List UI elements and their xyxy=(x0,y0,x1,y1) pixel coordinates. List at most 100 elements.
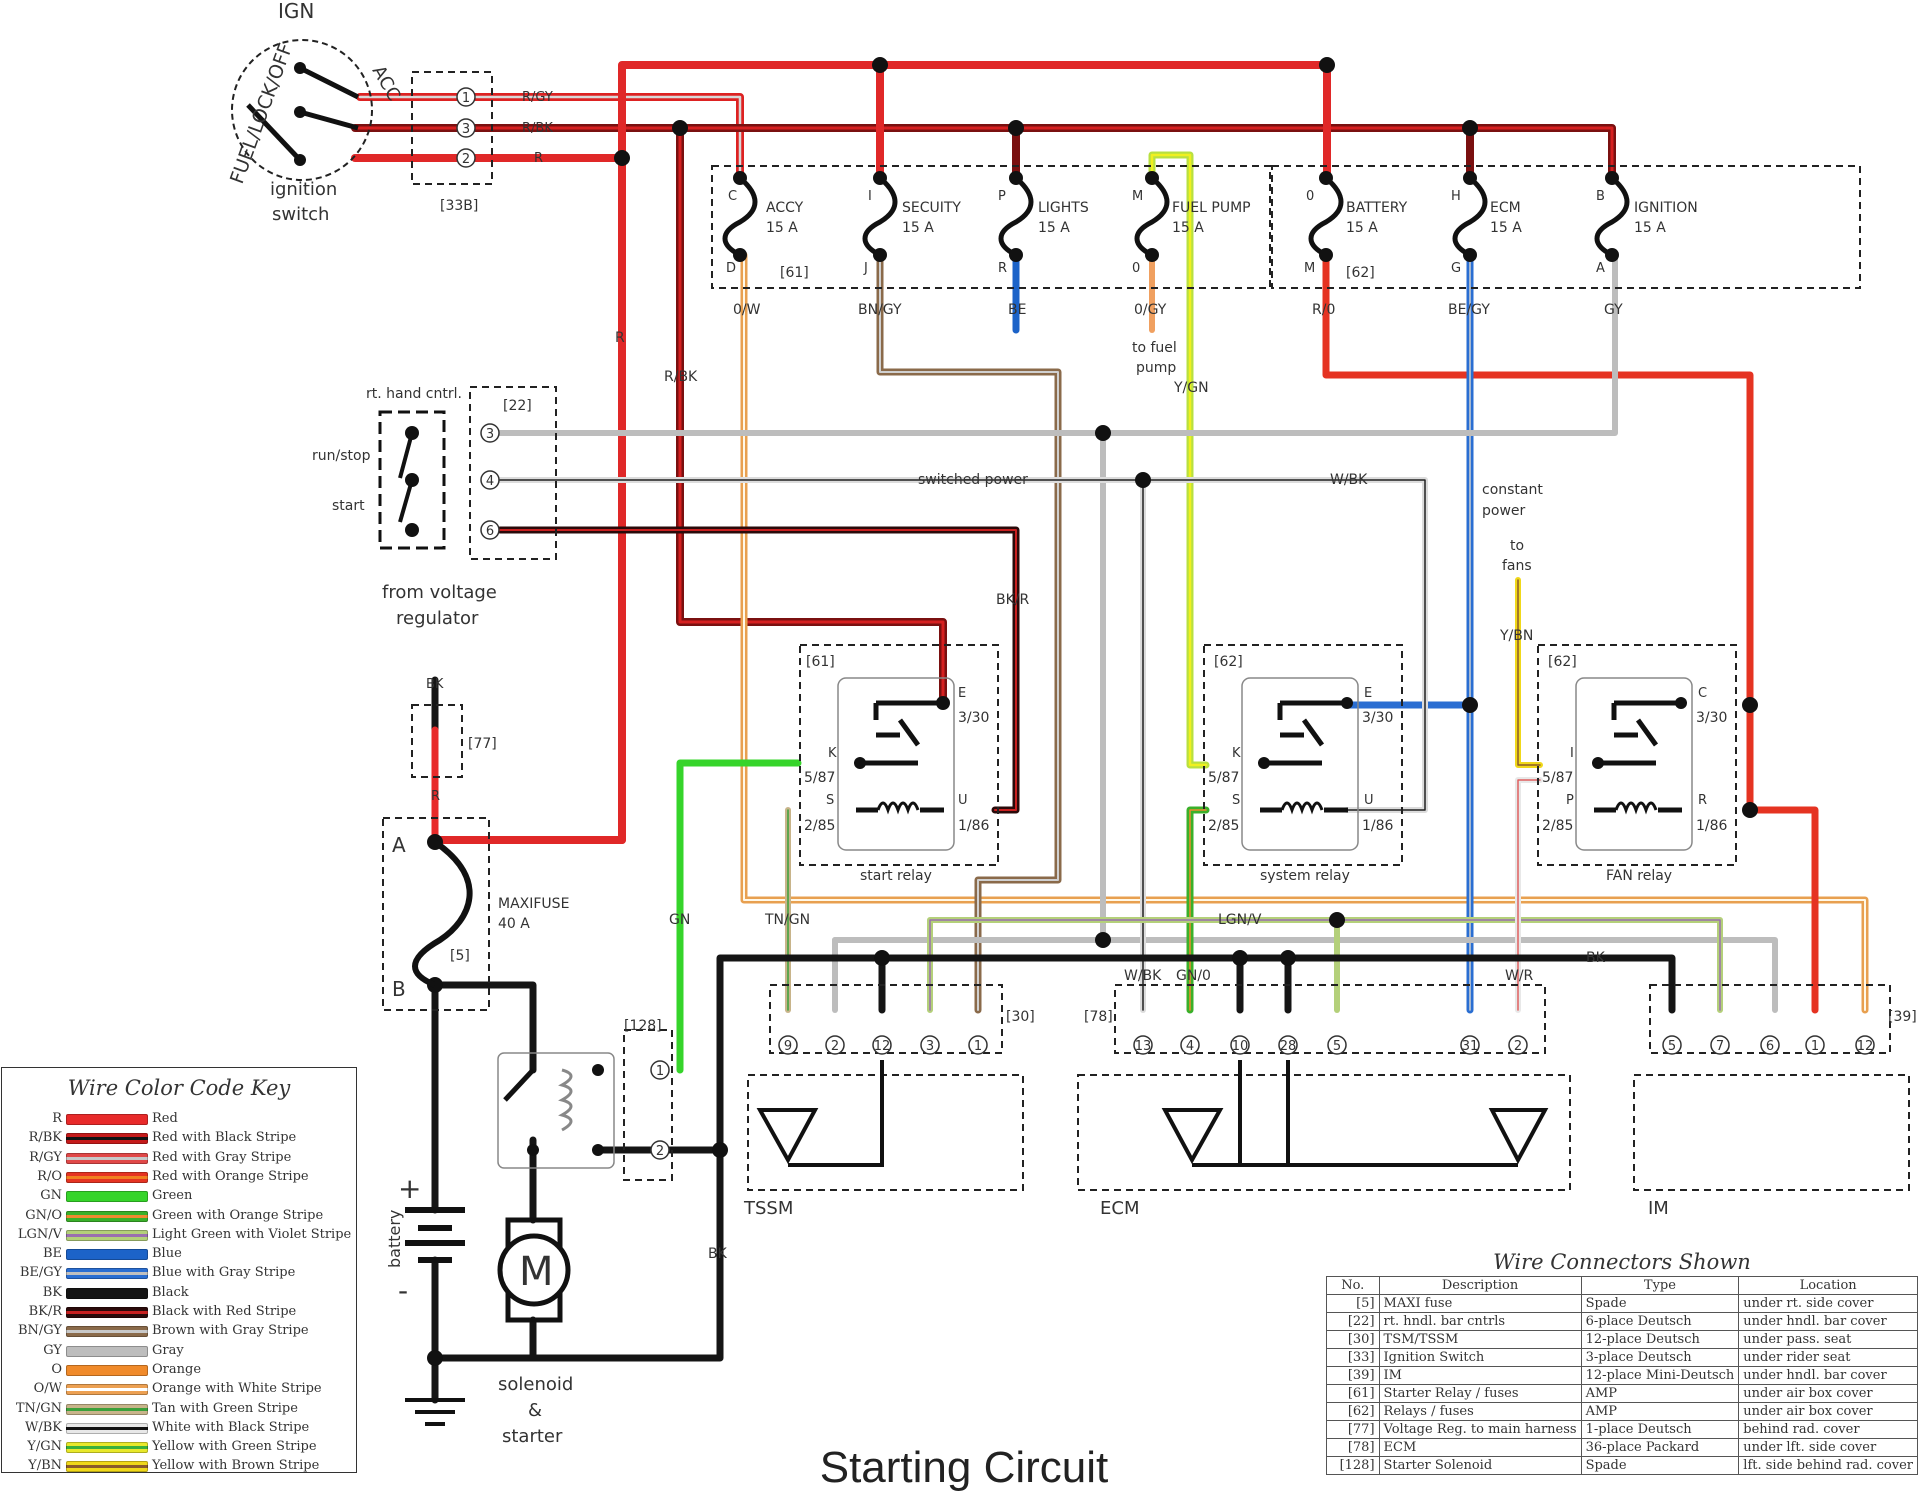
hand-control-pin-label: 3 xyxy=(486,427,494,442)
fuel-lock-off-label: FUEL/LOCK/OFF xyxy=(226,40,297,186)
svg-text:&: & xyxy=(528,1400,542,1421)
wire-key-swatch xyxy=(66,1345,148,1357)
table-cell: under air box cover xyxy=(1738,1402,1918,1421)
svg-text:1/86: 1/86 xyxy=(1362,818,1394,834)
wire-key-swatch xyxy=(66,1442,148,1454)
wire-key-swatch xyxy=(66,1364,148,1376)
svg-text:P: P xyxy=(1566,793,1574,808)
ecm-pin: 28 xyxy=(1278,1035,1298,1055)
wire-key-swatch xyxy=(66,1249,148,1261)
page-title: Starting Circuit xyxy=(819,1443,1109,1492)
wire-key-code: TN/GN xyxy=(15,1400,62,1416)
svg-text:W/BK: W/BK xyxy=(1330,472,1368,488)
im-pin: 12 xyxy=(1855,1035,1875,1055)
im-pin-label: 7 xyxy=(1716,1039,1724,1054)
wire-key-name: Blue with Gray Stripe xyxy=(152,1265,296,1281)
wire-key-name: Gray xyxy=(152,1342,184,1358)
svg-text:power: power xyxy=(1482,503,1526,519)
tssm-pin-label: 2 xyxy=(831,1039,839,1054)
svg-text:[77]: [77] xyxy=(468,736,497,752)
svg-text:switched power: switched power xyxy=(918,472,1028,488)
svg-text:start: start xyxy=(332,498,365,514)
wire-key-name: Black with Red Stripe xyxy=(152,1304,297,1319)
wire-key-code: Y/GN xyxy=(27,1439,62,1455)
ignition-pin: 3 xyxy=(456,118,476,138)
svg-text:2/85: 2/85 xyxy=(1542,818,1573,834)
svg-text:C: C xyxy=(728,189,737,204)
svg-text:U: U xyxy=(1364,793,1374,808)
table-cell: [62] xyxy=(1326,1402,1380,1421)
table-cell: MAXI fuse xyxy=(1378,1294,1582,1313)
table-cell: under hndl. bar cover xyxy=(1738,1366,1918,1385)
svg-text:15 A: 15 A xyxy=(1172,220,1204,236)
svg-text:[30]: [30] xyxy=(1006,1009,1035,1025)
svg-text:1/86: 1/86 xyxy=(958,818,990,834)
wire-key-swatch xyxy=(66,1114,148,1125)
svg-text:R/BK: R/BK xyxy=(664,369,698,385)
im-pin: 1 xyxy=(1805,1035,1825,1055)
svg-text:[62]: [62] xyxy=(1548,654,1577,670)
svg-text:15 A: 15 A xyxy=(1346,220,1378,236)
table-cell: ECM xyxy=(1378,1438,1582,1457)
svg-text:I: I xyxy=(1570,746,1574,761)
svg-text:to: to xyxy=(1510,538,1524,554)
svg-text:BN/GY: BN/GY xyxy=(858,302,902,318)
ecm-pin: 31 xyxy=(1460,1035,1480,1055)
svg-text:BE: BE xyxy=(1008,302,1026,318)
svg-text:H: H xyxy=(1451,189,1461,204)
svg-text:IM: IM xyxy=(1648,1198,1669,1219)
ignition-switch-label-2: switch xyxy=(272,204,329,225)
svg-text:E: E xyxy=(958,686,966,701)
svg-text:rt. hand cntrl.: rt. hand cntrl. xyxy=(366,386,462,402)
svg-text:FUEL PUMP: FUEL PUMP xyxy=(1172,200,1251,216)
im-pin: 5 xyxy=(1662,1035,1682,1055)
ignition-pin-label: 2 xyxy=(462,152,470,167)
svg-text:MAXIFUSE: MAXIFUSE xyxy=(498,896,569,912)
svg-text:start relay: start relay xyxy=(860,868,932,884)
table-cell: under rider seat xyxy=(1738,1348,1918,1367)
fuse-block-62-box xyxy=(1271,165,1861,289)
table-cell: under air box cover xyxy=(1738,1384,1918,1403)
tssm-pin: 2 xyxy=(825,1035,845,1055)
svg-text:E: E xyxy=(1364,686,1372,701)
svg-text:5/87: 5/87 xyxy=(1208,770,1239,786)
hand-control-pin-label: 6 xyxy=(486,524,494,539)
wire-key-code: GN xyxy=(40,1188,62,1204)
wire-key-name: Brown with Gray Stripe xyxy=(152,1323,309,1339)
wire-key-code: BK xyxy=(42,1284,62,1300)
svg-text:Y/BN: Y/BN xyxy=(1499,628,1533,644)
hand-control-pin: 3 xyxy=(480,423,500,443)
table-cell: Starter Solenoid xyxy=(1378,1456,1582,1475)
vr-connector xyxy=(411,704,463,778)
svg-text:R/0: R/0 xyxy=(1312,302,1335,318)
connector-33b: [33B] xyxy=(440,198,478,214)
table-cell: AMP xyxy=(1580,1384,1740,1403)
wire-key-swatch xyxy=(66,1326,148,1338)
wire-key-swatch xyxy=(66,1133,148,1145)
svg-text:ECM: ECM xyxy=(1100,1198,1139,1219)
wire-key-name: Light Green with Violet Stripe xyxy=(152,1226,352,1242)
table-cell: TSM/TSSM xyxy=(1378,1330,1582,1349)
wire-key-code: BE xyxy=(42,1246,62,1262)
svg-text:0: 0 xyxy=(1132,261,1140,276)
fuse-block-61-box xyxy=(711,165,1271,289)
wire-label-r: R xyxy=(534,151,543,166)
tssm-pin: 3 xyxy=(920,1035,940,1055)
fuses xyxy=(722,176,1630,258)
svg-text:5/87: 5/87 xyxy=(1542,770,1573,786)
hand-control-pin-label: 4 xyxy=(486,474,494,489)
battery xyxy=(405,1207,465,1426)
